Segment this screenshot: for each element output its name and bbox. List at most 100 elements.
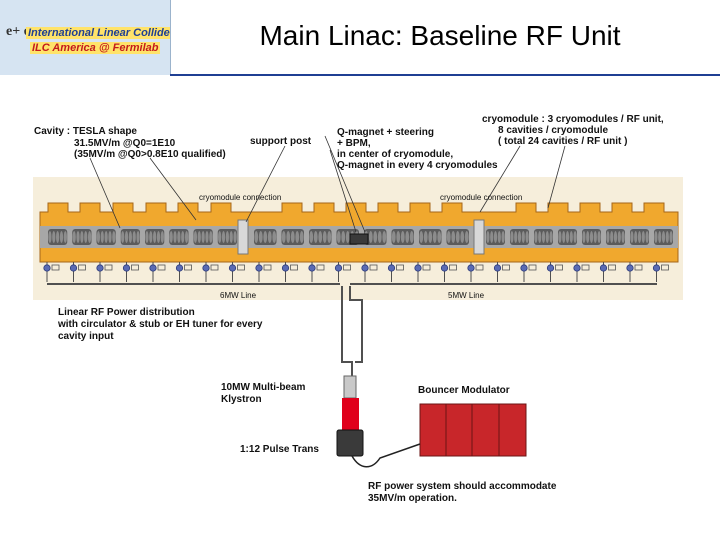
cavity-cell: [658, 231, 662, 243]
cavity-cell: [263, 231, 268, 243]
cavity-cell: [428, 231, 433, 243]
annotation-leader: [479, 145, 521, 213]
cavity-cell: [525, 231, 529, 243]
coupler-dot: [626, 264, 634, 272]
cavity-cell: [597, 231, 601, 243]
coupler-dot: [122, 264, 131, 272]
cavity-cell: [299, 231, 304, 243]
cavity-cell: [281, 231, 286, 243]
circulator: [131, 264, 139, 271]
klystron-label-2: Klystron: [221, 394, 262, 405]
cavity-cell: [76, 231, 80, 243]
cavity-cell: [549, 231, 553, 243]
rf-power-note-2: 35MV/m operation.: [368, 493, 457, 504]
cavity-cell: [121, 231, 125, 243]
cavity-cell: [233, 231, 237, 243]
cavity-cell: [193, 231, 198, 243]
cavity-cell: [373, 231, 378, 243]
support-post-label: support post: [250, 136, 312, 147]
cavity-cell: [72, 231, 76, 243]
circulator: [661, 264, 669, 271]
cavity-cell: [396, 231, 401, 243]
cryomodule-cavities: 8 cavities / cryomodule: [498, 125, 609, 136]
cavity-cell: [613, 231, 618, 243]
cavity-cell: [225, 231, 229, 243]
cavity-cell: [514, 231, 518, 243]
circulator: [184, 264, 192, 271]
cavity-cell: [254, 231, 259, 243]
cavity-cell: [630, 231, 634, 243]
cavity-cell: [132, 231, 136, 243]
coupler-dot: [334, 264, 343, 272]
cavity-cell: [181, 231, 185, 243]
ilc-logo: e+ e- International Linear Collider ILC …: [0, 0, 171, 75]
circulator: [343, 264, 351, 271]
cavity-cell: [169, 231, 173, 243]
cavity-cell: [432, 231, 437, 243]
annotation-leader: [89, 157, 121, 229]
modulator-cable: [351, 443, 421, 468]
circulator: [608, 264, 616, 271]
cavity-cell: [586, 231, 590, 243]
page-title: Main Linac: Baseline RF Unit: [259, 20, 621, 51]
cavity-cell: [493, 231, 498, 243]
coupler-dot: [546, 264, 555, 272]
circulator: [210, 264, 219, 271]
cavity-cell: [593, 231, 597, 243]
cavity-cell: [654, 231, 658, 243]
qmagnet-frequency: Q-magnet in every 4 cryomodules: [337, 160, 498, 171]
coupler-dot: [361, 264, 369, 272]
cavity-cell: [100, 231, 104, 243]
cavity-cell: [136, 231, 140, 243]
circulator: [449, 264, 457, 271]
cavity-cell: [634, 231, 638, 243]
cavity-cell: [145, 231, 149, 243]
cavity-cell: [153, 231, 157, 243]
cavity-cell: [156, 231, 161, 243]
cavity-cell: [52, 231, 56, 243]
circulator: [78, 264, 86, 271]
cavity-cell: [80, 231, 84, 243]
rf-distribution-label: Linear RF Power distribution: [58, 307, 195, 318]
coupler-dot: [414, 264, 422, 272]
cavity-cell: [218, 231, 222, 243]
logo-text-1: International Linear Collider: [26, 27, 170, 39]
cavity-cell: [451, 231, 456, 243]
cavity-cell: [336, 231, 341, 243]
cavity-cell: [63, 231, 67, 243]
coupler-dot: [467, 264, 475, 272]
cavity-cell: [391, 231, 396, 243]
waveguide-left: [341, 286, 353, 378]
circulator: [555, 264, 563, 271]
cavity-cell: [108, 231, 112, 243]
coupler-dot: [281, 264, 290, 272]
5mw-line-label: 5MW Line: [448, 291, 485, 300]
cavity-cell: [460, 231, 465, 243]
circulator: [634, 264, 643, 271]
cavity-cell: [641, 231, 645, 243]
cryomodule-total: ( total 24 cavities / RF unit ): [498, 136, 628, 147]
cavity-cell: [221, 231, 226, 243]
cavity-cell: [290, 231, 295, 243]
cavity-cell: [48, 231, 52, 243]
cavity-cell: [322, 231, 327, 243]
circulator: [51, 264, 60, 271]
cavity-cell: [56, 231, 60, 243]
cavity-cell: [565, 231, 570, 243]
cryomodule-label: cryomodule : 3 cryomodules / RF unit,: [482, 114, 664, 125]
bouncer-modulator-label: Bouncer Modulator: [418, 385, 510, 396]
cavity-cell: [621, 231, 625, 243]
coupler-dot: [308, 264, 316, 272]
bouncer-modulator: [419, 403, 527, 457]
6mw-line-label: 6MW Line: [220, 291, 257, 300]
cavity-cell: [209, 231, 213, 243]
cavity-cell: [501, 231, 505, 243]
cavity-cell: [377, 231, 382, 243]
cavity-cell: [59, 231, 64, 243]
cavity-cell: [521, 231, 525, 243]
cavity-cell: [589, 231, 594, 243]
cavity-cell: [558, 231, 562, 243]
cavity-cell: [258, 231, 263, 243]
circulator: [290, 264, 298, 271]
